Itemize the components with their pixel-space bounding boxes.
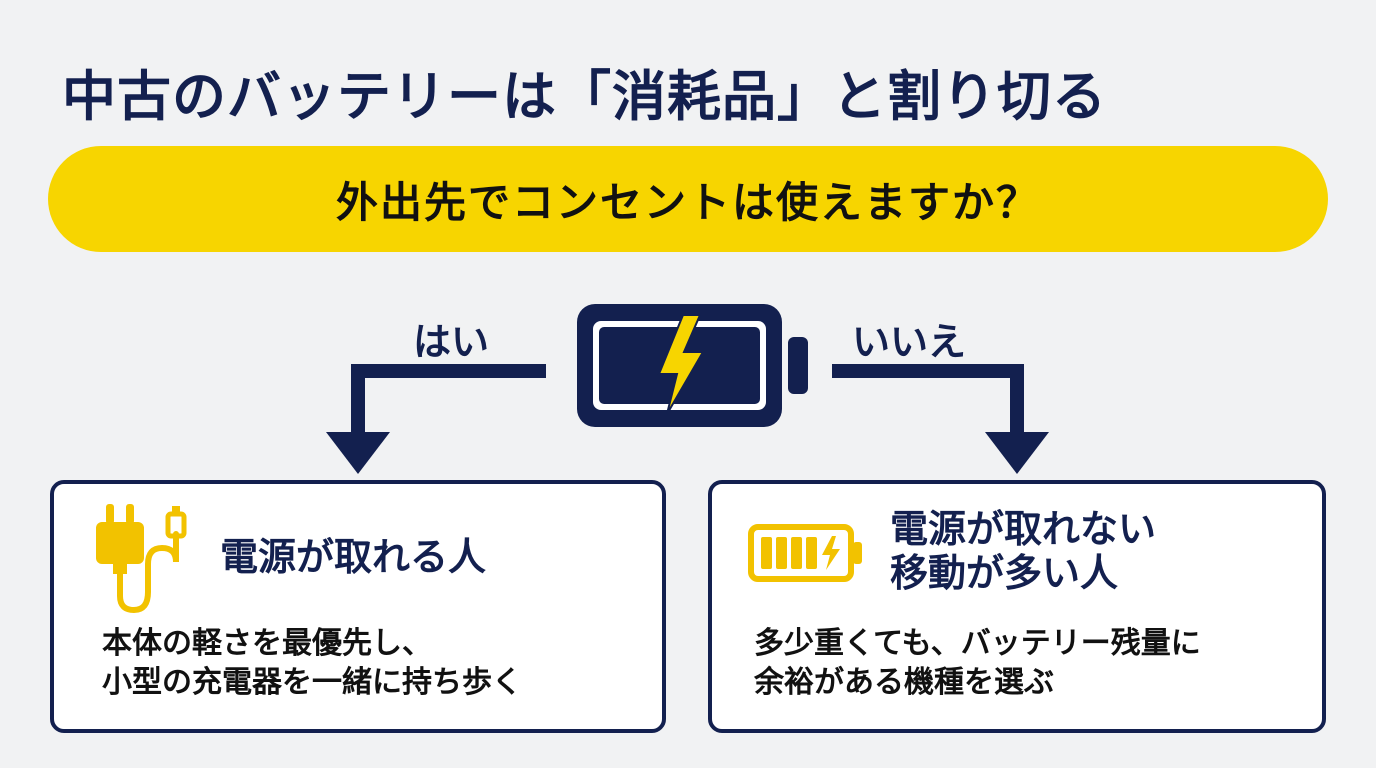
card-heading-line: 電源が取れない: [890, 507, 1157, 551]
card-heading: 電源が取れない 移動が多い人: [890, 507, 1157, 595]
card-body: 本体の軽さを最優先し、 小型の充電器を一緒に持ち歩く: [102, 624, 522, 702]
branch-label-yes: はい: [413, 320, 490, 364]
card-heading-line: 移動が多い人: [890, 550, 1119, 595]
card-body-line: 本体の軽さを最優先し、: [102, 626, 432, 661]
card-body-line: 多少重くても、バッテリー残量に: [754, 626, 1201, 661]
card-body-line: 小型の充電器を一緒に持ち歩く: [102, 665, 522, 700]
card-heading: 電源が取れる人: [220, 535, 487, 580]
card-body: 多少重くても、バッテリー残量に 余裕がある機種を選ぶ: [754, 624, 1201, 702]
card-has-power: 電源が取れる人 本体の軽さを最優先し、 小型の充電器を一緒に持ち歩く: [50, 480, 666, 733]
page-title: 中古のバッテリーは「消耗品」と割り切る: [62, 65, 1107, 128]
battery-full-icon: [748, 524, 862, 582]
card-heading-line: 電源が取れる人: [220, 535, 487, 579]
card-no-power: 電源が取れない 移動が多い人 多少重くても、バッテリー残量に 余裕がある機種を選…: [708, 480, 1326, 733]
arrow-no: [832, 364, 1049, 474]
battery-charging-icon: [577, 304, 808, 427]
charger-plug-icon: [96, 504, 187, 614]
card-body-line: 余裕がある機種を選ぶ: [754, 665, 1054, 700]
question-banner: 外出先でコンセントは使えますか？: [48, 146, 1328, 252]
branch-label-no: いいえ: [852, 320, 967, 364]
arrow-yes: [326, 364, 546, 474]
question-text: 外出先でコンセントは使えますか？: [335, 177, 1040, 227]
